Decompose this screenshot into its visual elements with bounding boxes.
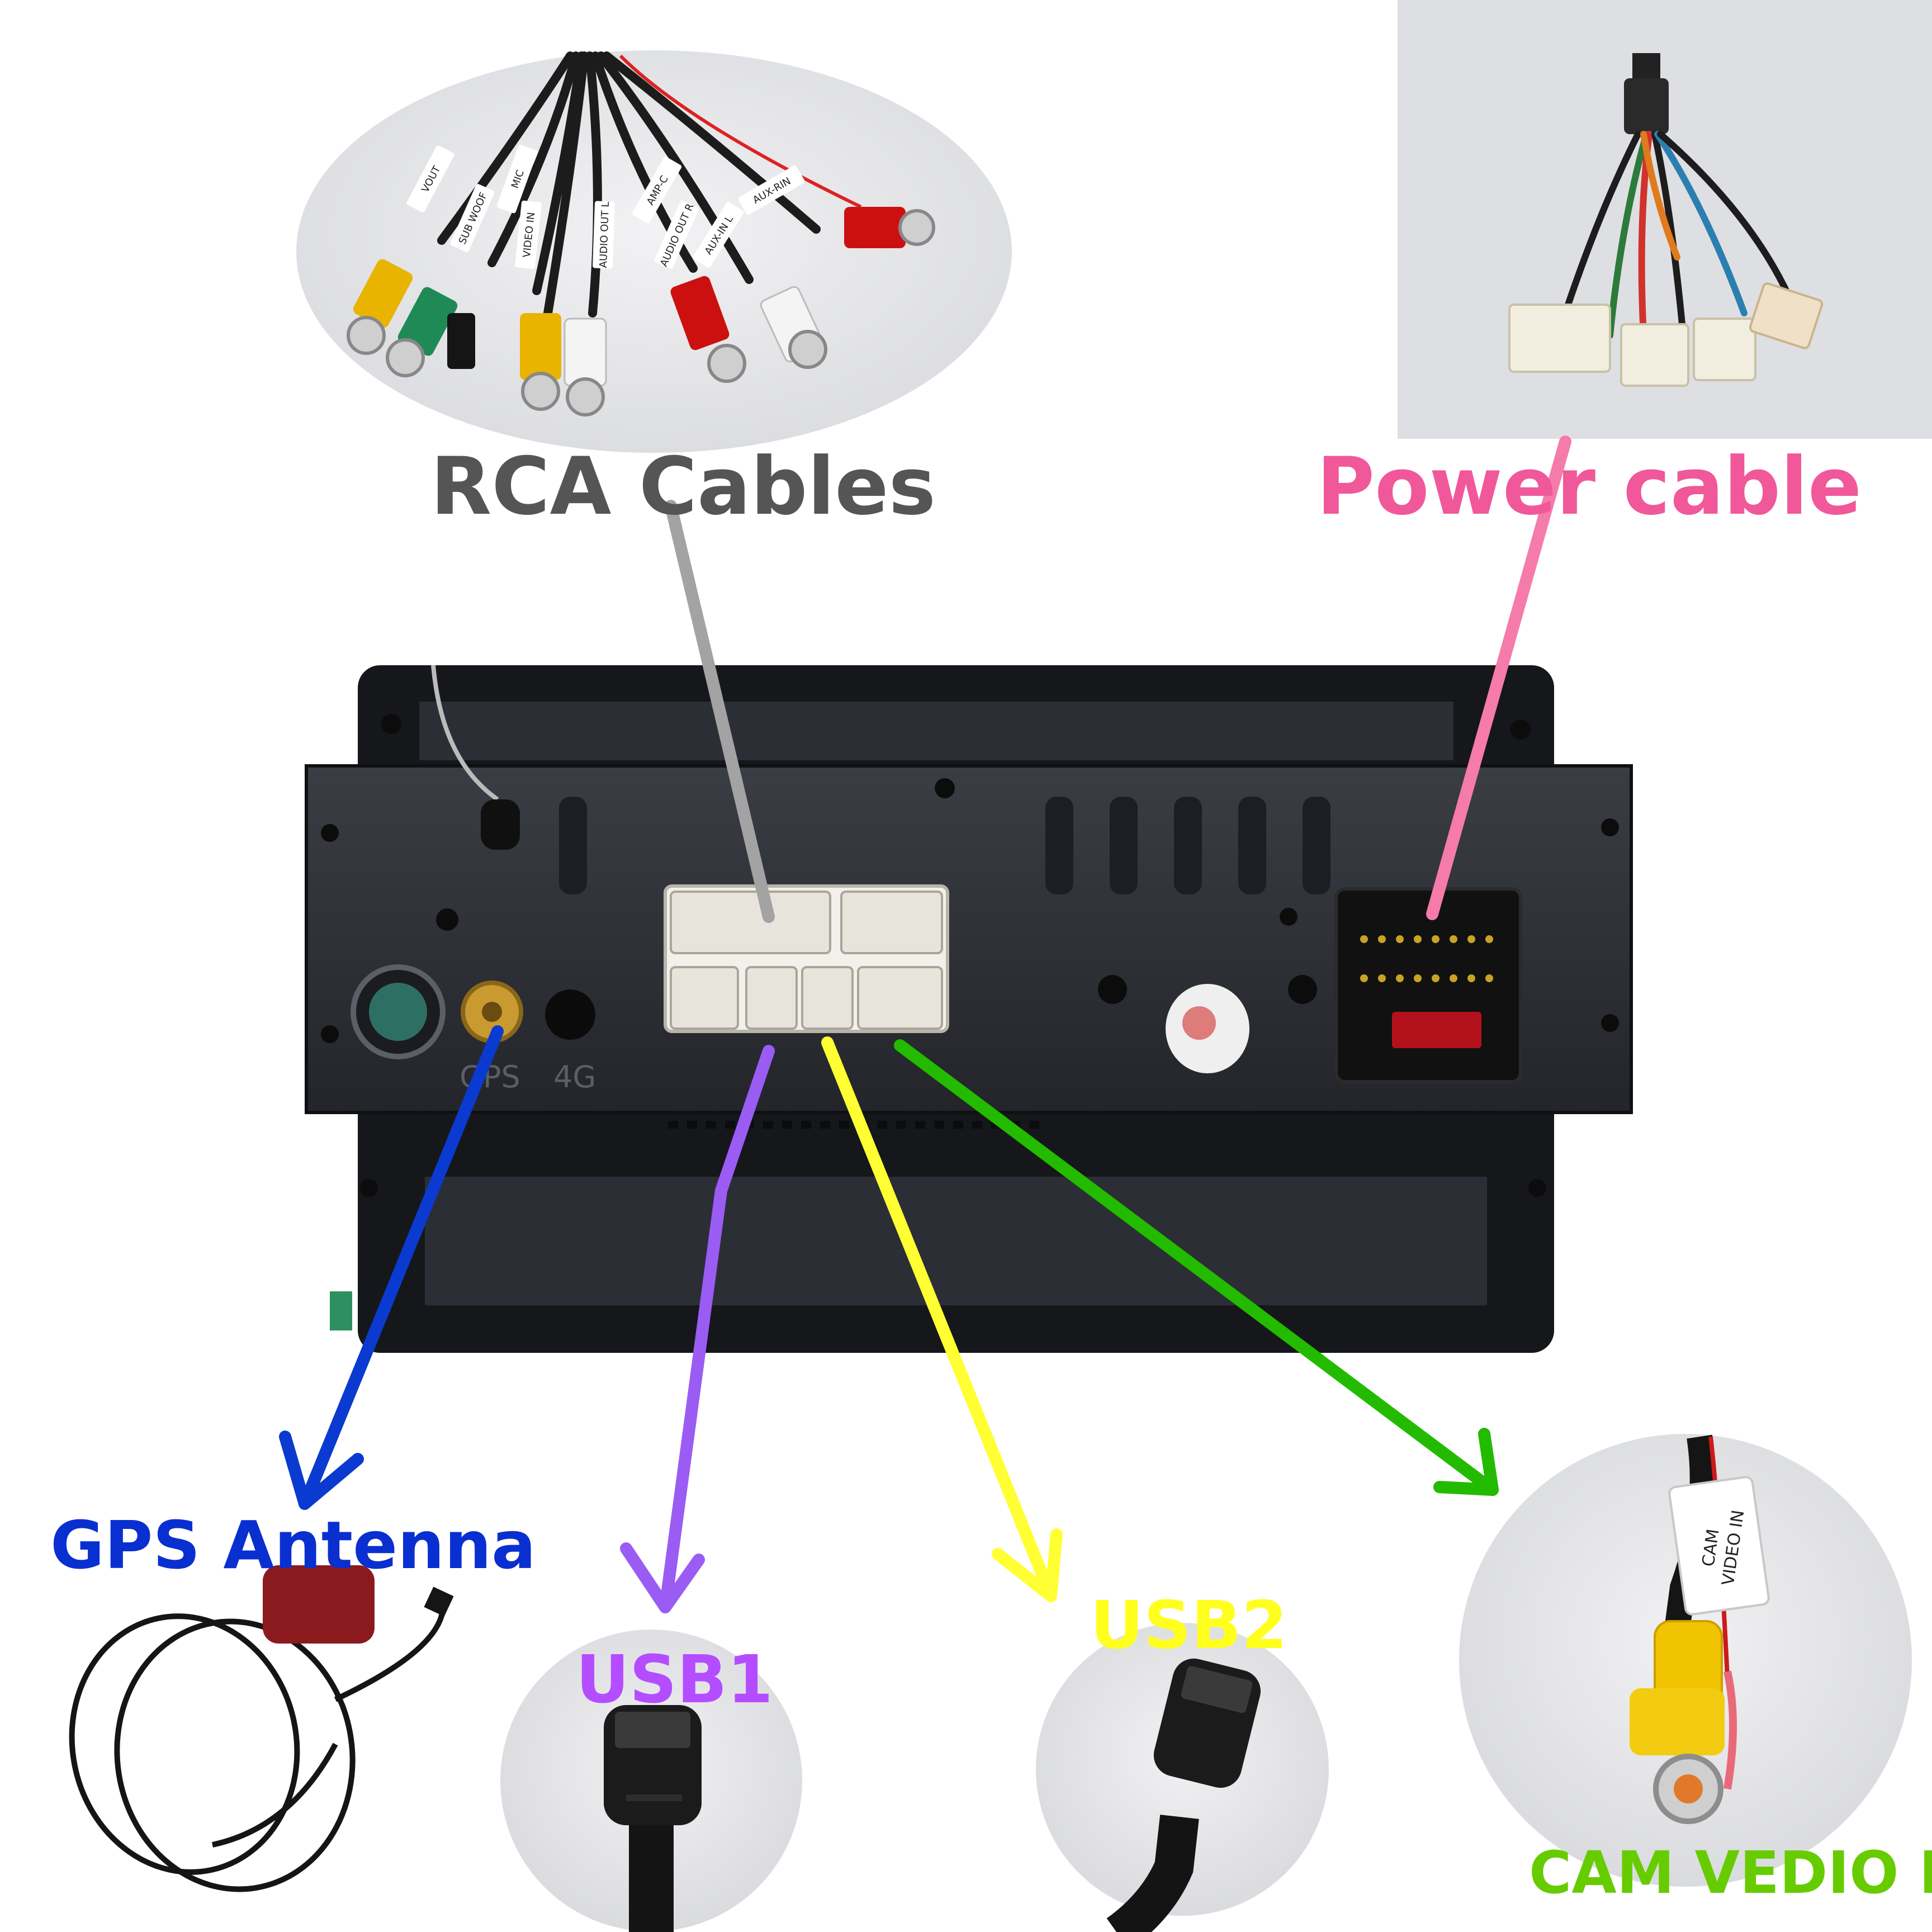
power-connector-left [1508,304,1611,373]
unit-side-tab [330,1291,352,1330]
gps-antenna-photo [69,1565,454,1892]
connector-arrows [279,435,1571,1613]
main-connector-block [664,884,949,1033]
power-connector-mid-1 [1620,323,1689,387]
power-cable-photo [1398,0,1932,439]
rca-plug-red-1 [670,276,746,383]
arrow-rca [665,500,775,923]
rca-cables-label: RCA Cables [430,441,936,533]
rca-plug-green [386,287,458,377]
rca-plug-yellow-2 [520,313,561,411]
usb2-label: USB2 [1090,1587,1287,1664]
power-connector-right [1749,282,1824,349]
fourg-port-label: 4G [553,1059,596,1095]
fourg-hole [545,989,595,1040]
rca-tag-text: AUDIO OUT L [598,201,612,268]
arrow-power [1426,435,1571,920]
arrow-cam [894,1039,1499,1496]
rca-plug-white-1 [564,318,607,416]
rca-tag: VIDEO IN [515,200,542,269]
rca-tag: MIC [496,144,538,214]
wifi-antenna-post [431,665,520,850]
gps-sma-connector [461,981,523,1043]
rca-plug-white-2 [760,286,827,369]
cam-video-in-label: CAM VEDIO IN [1529,1839,1932,1907]
fourg-socket [351,964,446,1059]
gps-antenna-label: GPS Antenna [50,1507,536,1584]
head-unit-back: GPS 4G [305,665,1633,1353]
arrow-usb1 [620,1045,775,1613]
cam-rca-plug [1630,1620,1725,1824]
gps-antenna-puck [263,1565,375,1644]
usb1-photo [500,1630,802,1932]
rca-plug-black [447,313,475,369]
power-connector-mid-2 [1693,318,1756,381]
rca-tag: AUDIO OUT L [593,201,615,269]
warranty-sticker [1166,984,1249,1073]
power-socket [1334,887,1522,1083]
power-cable-label: Power cable [1317,441,1862,533]
rca-plug-yellow-1 [347,259,413,355]
rca-plug-red-2 [844,207,935,248]
usb1-label: USB1 [576,1641,773,1718]
arrow-usb2 [821,1036,1063,1602]
arrow-gps [279,1025,504,1510]
usb2-photo [1036,1623,1329,1932]
